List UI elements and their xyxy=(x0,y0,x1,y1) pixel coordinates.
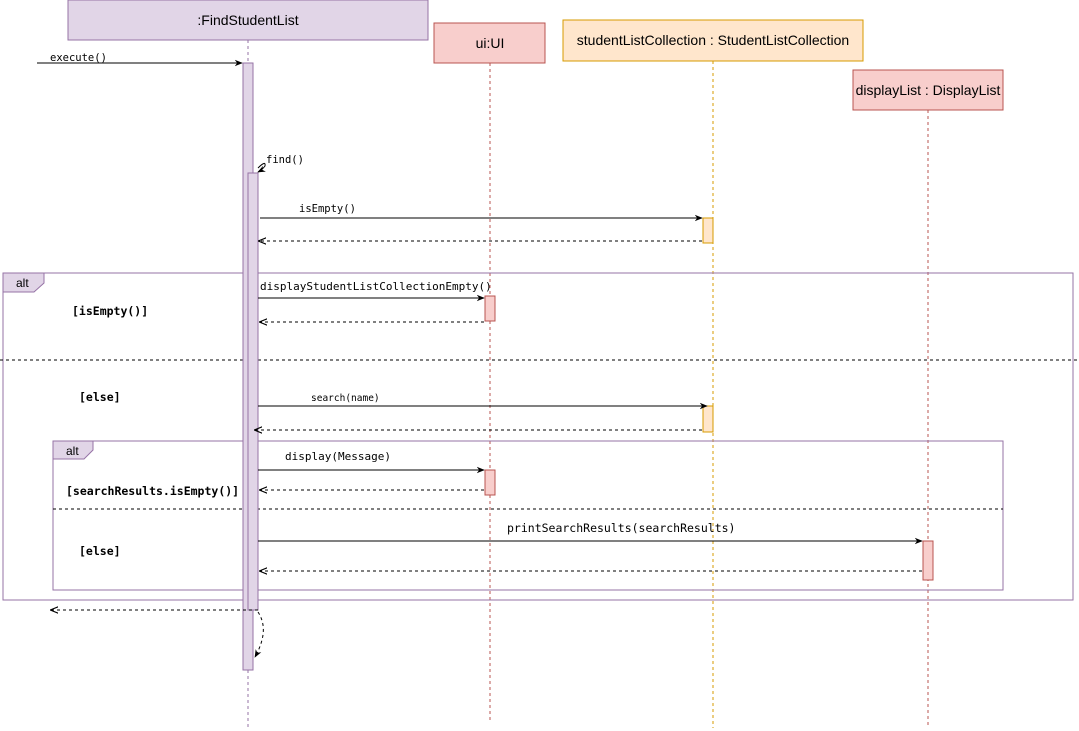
message-display-empty: displayStudentListCollectionEmpty() xyxy=(258,280,492,322)
inner-alt-operator: alt xyxy=(66,444,79,458)
message-print-search-results-label: printSearchResults(searchResults) xyxy=(507,521,735,535)
participant-find-student-list: :FindStudentList xyxy=(67,0,429,41)
activation-ui-display-empty xyxy=(484,295,496,322)
outer-alt-operator: alt xyxy=(16,276,29,290)
activation-display-list-print xyxy=(922,540,934,581)
message-find-label: find() xyxy=(266,154,304,166)
message-search-label: search(name) xyxy=(311,393,380,404)
message-execute-label: execute() xyxy=(50,52,107,64)
activation-collection-search xyxy=(702,405,714,433)
message-search: search(name) xyxy=(255,393,708,430)
message-display-empty-label: displayStudentListCollectionEmpty() xyxy=(260,280,492,293)
message-find: find() xyxy=(257,154,304,173)
participant-display-list-label: displayList : DisplayList xyxy=(856,82,1001,98)
inner-alt-guard-1: [searchResults.isEmpty()] xyxy=(66,484,239,498)
outer-alt-fragment: alt [isEmpty()] [else] xyxy=(0,272,1079,601)
activation-find-student-list-find xyxy=(247,172,259,611)
inner-alt-fragment: alt [searchResults.isEmpty()] [else] xyxy=(52,440,1004,591)
message-print-search-results: printSearchResults(searchResults) xyxy=(258,521,923,571)
participant-ui: ui:UI xyxy=(433,22,546,64)
participant-find-student-list-label: :FindStudentList xyxy=(197,12,298,28)
activation-ui-display-message xyxy=(484,469,496,496)
message-execute: execute() xyxy=(37,52,243,67)
message-display-message: display(Message) xyxy=(258,450,485,490)
message-is-empty-label: isEmpty() xyxy=(299,203,356,215)
message-display-message-label: display(Message) xyxy=(285,450,391,463)
message-is-empty: isEmpty() xyxy=(259,203,703,241)
outer-alt-guard-2: [else] xyxy=(79,390,121,404)
outer-alt-guard-1: [isEmpty()] xyxy=(72,304,148,318)
return-find xyxy=(254,611,264,658)
participant-student-list-collection-label: studentListCollection : StudentListColle… xyxy=(577,32,849,48)
participant-ui-label: ui:UI xyxy=(476,35,505,51)
participant-display-list: displayList : DisplayList xyxy=(852,69,1004,111)
participant-student-list-collection: studentListCollection : StudentListColle… xyxy=(562,19,864,62)
inner-alt-guard-2: [else] xyxy=(79,544,121,558)
activation-collection-is-empty xyxy=(702,217,714,244)
